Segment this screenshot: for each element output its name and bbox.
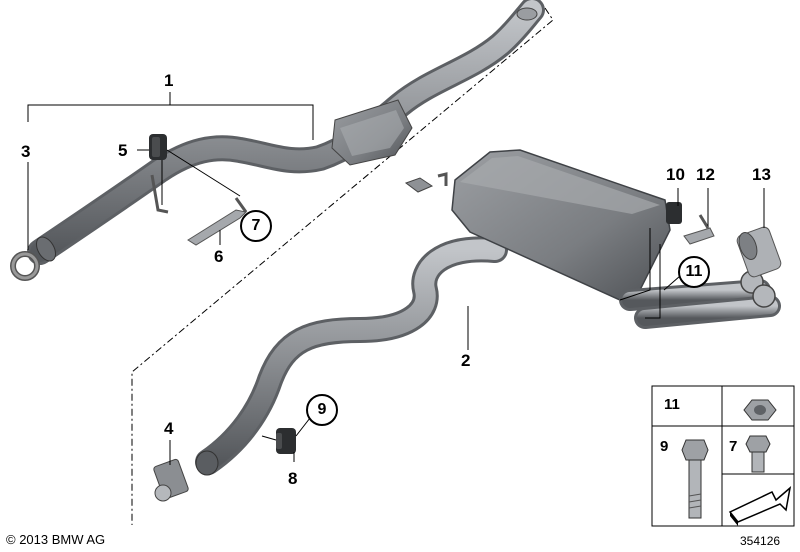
legend-label-11: 11 (664, 396, 680, 413)
arrow-symbol-icon (728, 486, 792, 526)
callout-7-circled: 7 (240, 210, 272, 242)
leader-lines (27, 92, 765, 465)
diagram-number: 354126 (740, 534, 781, 548)
copyright-text: © 2013 BMW AG (6, 532, 106, 547)
nut-icon (743, 399, 777, 421)
rubber-mount-part-8 (276, 428, 296, 454)
callout-5: 5 (118, 141, 128, 160)
callout-3: 3 (21, 142, 31, 161)
callout-9-circled: 9 (306, 394, 338, 426)
tailpipe-trim-part-13 (736, 226, 782, 278)
callout-12: 12 (696, 165, 715, 184)
rubber-mount-part-5 (149, 134, 167, 160)
legend-label-9: 9 (660, 438, 669, 455)
callout-13: 13 (752, 165, 771, 184)
dash-divider (131, 7, 554, 525)
callout-10: 10 (666, 165, 685, 184)
callout-4: 4 (164, 419, 174, 438)
callout-11-circled: 11 (678, 256, 710, 288)
legend-label-7: 7 (729, 438, 738, 455)
callout-6: 6 (214, 247, 224, 266)
front-pipe-with-catalytic-converter (27, 0, 545, 265)
long-bolt-icon (681, 439, 709, 519)
short-bolt-icon (745, 435, 771, 473)
fastener-legend (651, 385, 795, 527)
clamp-part-4 (153, 458, 189, 502)
callout-2: 2 (461, 351, 471, 370)
bracket-part-12 (683, 214, 715, 245)
callout-8: 8 (288, 469, 298, 488)
rubber-mount-part-10 (666, 202, 682, 224)
callout-1: 1 (164, 71, 174, 90)
bracket-part-6 (187, 197, 248, 246)
rear-muffler-with-pipe (195, 149, 781, 476)
clamp-part-3 (10, 251, 40, 281)
